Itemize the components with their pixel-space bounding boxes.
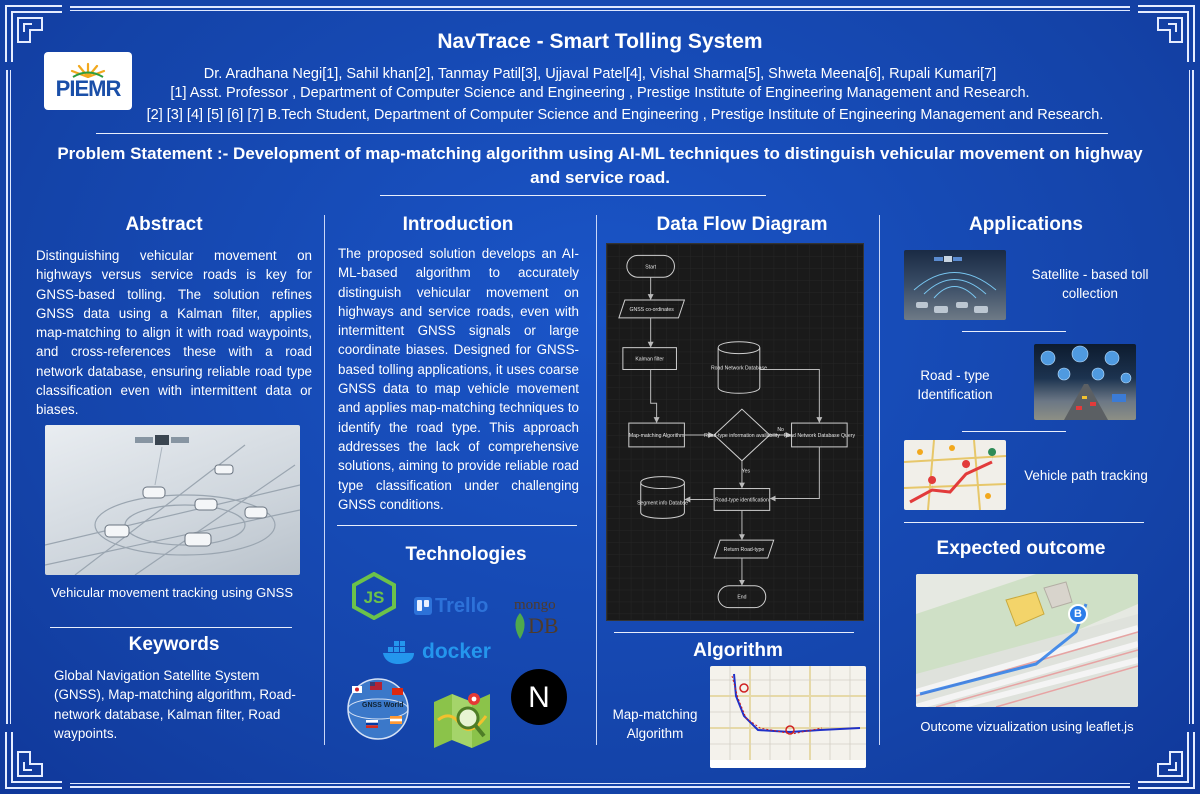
column-divider (324, 215, 325, 745)
problem-statement: Problem Statement :- Development of map-… (57, 144, 1143, 187)
technologies-heading: Technologies (405, 544, 527, 565)
poster-title: NavTrace - Smart Tolling System (437, 30, 763, 53)
mongodb-logo: mongo DB (514, 598, 578, 646)
nextjs-icon: N (510, 668, 568, 726)
border-bottom-inner (70, 783, 1130, 784)
flow-decision-label: Road-type information availability (704, 433, 780, 439)
flow-gnss-node (618, 299, 686, 319)
border-left-inner (10, 70, 11, 724)
flow-kalman-label: Kalman filter (635, 357, 664, 363)
border-bottom (70, 786, 1130, 788)
flow-gnss-label: GNSS co-ordinates (630, 307, 675, 313)
flow-seg-label: Segment info Databse (637, 500, 688, 506)
keywords-text: Global Navigation Satellite System (GNSS… (54, 668, 296, 741)
keywords-divider (50, 627, 292, 628)
nextjs-label: N (528, 681, 550, 714)
flow-end-node (717, 585, 767, 609)
flow-rti-label: Road-type identification (715, 497, 769, 503)
map-matching-image (710, 666, 866, 768)
application-label-road-type: Road - type Identification (917, 368, 993, 402)
mongodb-label-bottom: DB (528, 613, 559, 638)
abstract-text: Distinguishing vehicular movement on hig… (36, 248, 312, 418)
trello-icon (414, 597, 432, 615)
mongodb-leaf-icon (515, 613, 525, 639)
docker-logo: docker (382, 636, 494, 668)
algorithm-label: Map-matching Algorithm (612, 707, 698, 741)
affiliation-students: [2] [3] [4] [5] [6] [7] B.Tech Student, … (146, 107, 1104, 123)
introduction-text: The proposed solution develops an AI-ML-… (338, 246, 579, 512)
outcome-caption: Outcome vizualization using leaflet.js (920, 719, 1134, 734)
nodejs-label: JS (364, 588, 385, 607)
abstract-heading: Abstract (125, 214, 203, 235)
corner-ornament-icon (2, 2, 66, 66)
docker-label: docker (422, 640, 491, 663)
flow-kalman-node (622, 347, 677, 370)
flow-mm-label: Map-matching Algorithm (629, 433, 684, 439)
qgis-map-icon (430, 690, 494, 752)
outcome-map-image: B (916, 574, 1138, 707)
gnss-world-icon: GNSS World (340, 676, 416, 742)
border-top (70, 6, 1130, 8)
map-marker-b: B (1068, 604, 1088, 624)
algorithm-heading: Algorithm (693, 640, 783, 661)
flow-start-node (626, 254, 675, 278)
vehicle-path-image (904, 440, 1006, 510)
flow-yes-label: Yes (742, 469, 751, 475)
docker-whale-icon (383, 641, 414, 664)
keywords-heading: Keywords (128, 634, 220, 655)
corner-ornament-icon (2, 728, 66, 792)
gnss-world-label: GNSS World (362, 702, 403, 709)
application-divider (962, 331, 1066, 332)
mongodb-label-top: mongo (514, 597, 556, 613)
flow-ret-label: Return Road-type (724, 547, 765, 553)
border-right (1192, 70, 1194, 724)
applications-heading: Applications (968, 214, 1083, 235)
data-flow-heading: Data Flow Diagram (656, 214, 828, 235)
trello-label: Trello (435, 594, 489, 617)
trello-logo: Trello (414, 592, 506, 620)
institute-logo: PIEMR (44, 52, 132, 110)
authors: Dr. Aradhana Negi[1], Sahil khan[2], Tan… (203, 66, 997, 82)
flow-mm-node (628, 422, 685, 448)
outcome-divider (904, 522, 1144, 523)
technologies-divider (337, 525, 577, 526)
flow-end-label: End (737, 595, 746, 601)
border-right-inner (1189, 70, 1190, 724)
header-divider (96, 133, 1108, 134)
algorithm-divider (614, 632, 854, 633)
column-divider (596, 215, 597, 745)
flow-seg-node (640, 476, 685, 519)
flow-no-label: No (777, 427, 784, 433)
application-label-satellite-toll: Satellite - based toll collection (1031, 267, 1149, 301)
expected-outcome-heading: Expected outcome (936, 538, 1106, 559)
gnss-tracking-image (45, 425, 300, 575)
border-top-inner (70, 10, 1130, 11)
introduction-heading: Introduction (402, 214, 514, 235)
corner-ornament-icon (1134, 2, 1198, 66)
logo-text: PIEMR (55, 76, 122, 101)
flow-ret-node (713, 539, 775, 559)
flow-start-label: Start (645, 264, 656, 270)
flow-rndq-label: Road Network Database Query (784, 433, 856, 439)
nodejs-icon: JS (350, 571, 398, 621)
gnss-image-caption: Vehicular movement tracking using GNSS (50, 585, 294, 600)
flow-rnd-node (717, 341, 761, 394)
column-divider (879, 215, 880, 745)
flow-rnd-label: Road Network Database (711, 365, 767, 371)
affiliation-professor: [1] Asst. Professor , Department of Comp… (170, 85, 1030, 101)
problem-divider (380, 195, 766, 196)
satellite-toll-image (904, 250, 1006, 320)
data-flow-diagram: Start GNSS co-ordinates Kalman filter Ro… (606, 243, 864, 621)
corner-ornament-icon (1134, 728, 1198, 792)
application-divider (962, 431, 1066, 432)
road-type-image (1034, 344, 1136, 420)
application-label-vehicle-path: Vehicle path tracking (1024, 468, 1148, 483)
border-left (6, 70, 8, 724)
logo-sun-icon (70, 62, 106, 78)
